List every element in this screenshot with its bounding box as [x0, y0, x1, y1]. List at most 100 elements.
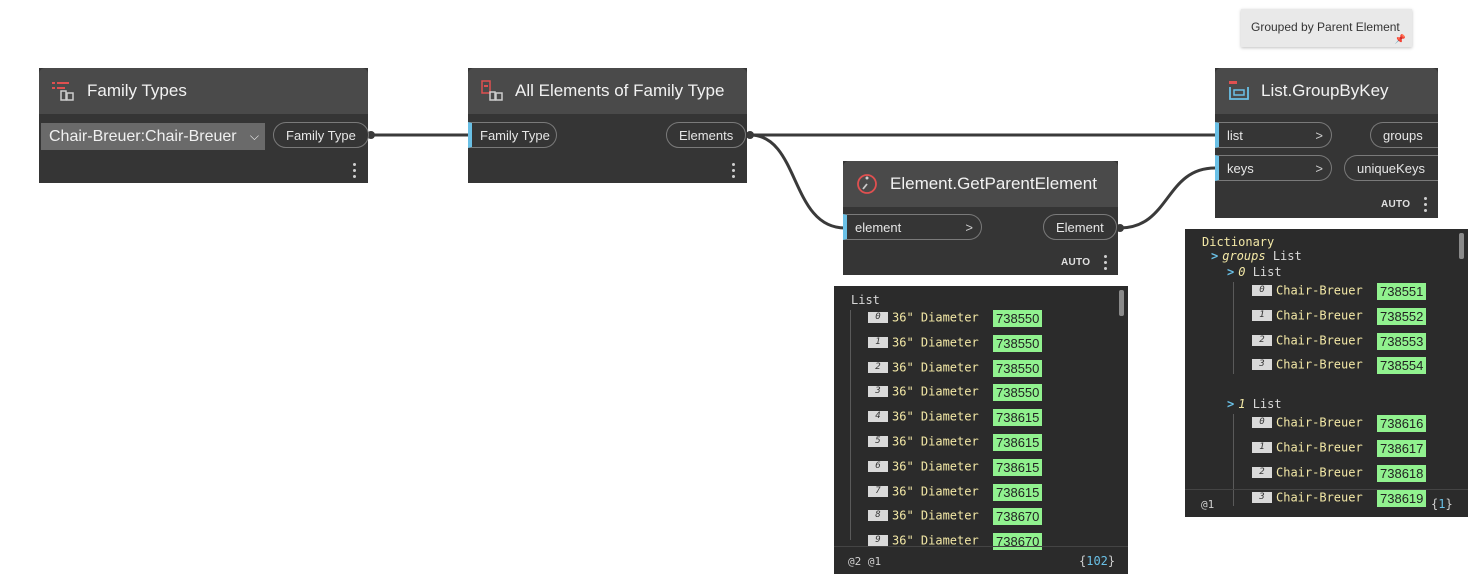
index-label: 9: [868, 535, 888, 547]
node-header[interactable]: Family Types: [39, 68, 368, 114]
element-id-badge[interactable]: 738552: [1377, 307, 1427, 325]
node-element-get-parent-element[interactable]: Element.GetParentElement element > Eleme…: [843, 161, 1118, 275]
list-item: 3 Chair-Breuer 738554: [1252, 357, 1427, 375]
item-value: Chair-Breuer: [1276, 440, 1363, 455]
family-types-icon: [52, 82, 74, 101]
item-value: Chair-Breuer: [1276, 357, 1363, 372]
index-label: 1: [868, 336, 888, 348]
sublist-index: 0: [1238, 265, 1246, 279]
list-item: 1 Chair-Breuer 738617: [1252, 440, 1427, 458]
chevron-right-icon[interactable]: >: [1227, 397, 1235, 412]
element-id-badge[interactable]: 738616: [1377, 415, 1427, 433]
tree-line: [850, 310, 851, 540]
output-port-family-type[interactable]: Family Type: [273, 122, 369, 148]
element-id-badge[interactable]: 738617: [1377, 440, 1427, 457]
element-id-badge[interactable]: 738618: [1377, 464, 1427, 482]
index-label: 2: [1252, 334, 1272, 346]
element-id-badge[interactable]: 738670: [993, 508, 1043, 526]
port-label: Elements: [679, 128, 734, 143]
lacing-label[interactable]: AUTO: [1381, 199, 1411, 210]
more-options-icon[interactable]: [731, 163, 735, 179]
element-id-badge[interactable]: 738550: [993, 334, 1043, 352]
element-id-badge[interactable]: 738550: [993, 359, 1043, 377]
sublist-header[interactable]: >0 List: [1227, 265, 1282, 283]
chevron-right-icon: >: [965, 220, 973, 235]
node-header[interactable]: All Elements of Family Type: [468, 68, 747, 114]
element-id-badge[interactable]: 738619: [1377, 489, 1427, 507]
sublist-label: List: [1252, 397, 1282, 412]
node-family-types[interactable]: Family Types Chair-Breuer:Chair-Breuer ⌵…: [39, 68, 369, 183]
list-item: 6 36" Diameter 738615: [868, 458, 1043, 477]
element-id-badge[interactable]: 738550: [993, 310, 1043, 327]
element-id-badge[interactable]: 738615: [993, 409, 1043, 427]
chevron-right-icon[interactable]: >: [1227, 265, 1235, 279]
lacing-label[interactable]: AUTO: [1061, 257, 1091, 268]
list-item: 2 36" Diameter 738550: [868, 359, 1043, 378]
index-label: 4: [868, 411, 888, 423]
output-port-elements[interactable]: Elements: [666, 122, 747, 148]
index-label: 3: [1252, 359, 1272, 371]
more-options-icon[interactable]: [1423, 197, 1427, 213]
sublist-header[interactable]: >1 List: [1227, 397, 1282, 415]
item-value: Chair-Breuer: [1276, 415, 1363, 430]
scrollbar[interactable]: [1459, 233, 1464, 259]
node-list-group-by-key[interactable]: List.GroupByKey list > keys > groups uni…: [1215, 68, 1438, 218]
chevron-right-icon: >: [1315, 161, 1323, 176]
wire-parent-to-keys: [1119, 166, 1216, 230]
element-id-badge[interactable]: 738615: [993, 434, 1043, 451]
more-options-icon[interactable]: [352, 163, 356, 179]
element-id-badge[interactable]: 738553: [1377, 332, 1427, 350]
dictionary-key-row[interactable]: >groups List: [1211, 249, 1302, 267]
more-options-icon[interactable]: [1103, 255, 1107, 271]
output-port-unique-keys[interactable]: uniqueKeys: [1344, 155, 1438, 181]
node-title: List.GroupByKey: [1261, 81, 1389, 100]
group-note[interactable]: Grouped by Parent Element 📌: [1241, 9, 1412, 47]
port-label: Element: [1056, 220, 1104, 235]
node-header[interactable]: List.GroupByKey: [1215, 68, 1438, 114]
output-port-groups[interactable]: groups: [1370, 122, 1438, 148]
family-type-dropdown[interactable]: Chair-Breuer:Chair-Breuer ⌵: [41, 123, 265, 150]
input-port-element[interactable]: element >: [843, 214, 982, 240]
item-value: 36" Diameter: [892, 459, 979, 474]
element-id-badge[interactable]: 738615: [993, 458, 1043, 476]
index-label: 3: [868, 386, 888, 398]
element-id-badge[interactable]: 738550: [993, 384, 1043, 402]
scrollbar[interactable]: [1119, 290, 1124, 316]
element-id-badge[interactable]: 738551: [1377, 283, 1427, 300]
index-label: 0: [1252, 417, 1272, 429]
group-by-key-icon: [1229, 81, 1249, 100]
output-port-element[interactable]: Element: [1043, 214, 1117, 240]
list-levels: @2 @1: [848, 555, 882, 568]
list-item: 2 Chair-Breuer 738553: [1252, 332, 1427, 351]
index-label: 1: [1252, 442, 1272, 453]
input-port-keys[interactable]: keys >: [1215, 155, 1332, 181]
node-title: Family Types: [87, 81, 187, 100]
port-label: element: [855, 220, 902, 235]
item-count: {1}: [1431, 497, 1453, 511]
element-id-badge[interactable]: 738670: [993, 533, 1043, 551]
element-id-badge[interactable]: 738554: [1377, 357, 1427, 375]
item-value: 36" Diameter: [892, 360, 979, 375]
input-port-family-type[interactable]: Family Type: [468, 122, 557, 148]
get-parent-element-icon: [857, 174, 877, 194]
item-value: Chair-Breuer: [1276, 333, 1363, 348]
node-header[interactable]: Element.GetParentElement: [843, 161, 1118, 207]
item-count: {102}: [1079, 554, 1116, 568]
input-port-list[interactable]: list >: [1215, 122, 1332, 148]
index-label: 2: [868, 361, 888, 373]
chevron-right-icon[interactable]: >: [1211, 249, 1219, 263]
node-all-elements-of-family-type[interactable]: All Elements of Family Type Family Type …: [468, 68, 747, 183]
pin-icon[interactable]: 📌: [1394, 34, 1406, 44]
item-value: Chair-Breuer: [1276, 465, 1363, 480]
index-label: 6: [868, 460, 888, 472]
element-id-badge[interactable]: 738615: [993, 483, 1043, 501]
item-value: 36" Diameter: [892, 409, 979, 424]
